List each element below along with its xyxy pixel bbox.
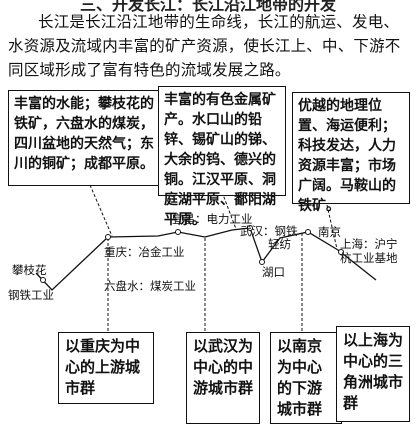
marker-yichang	[175, 229, 181, 235]
marker-hukou	[259, 259, 265, 265]
intro-paragraph-text: 长江是长江沿江地带的生命线，长江的航运、发电、水资源及流域内丰富的矿产资源，使长…	[8, 13, 401, 79]
marker-wuhan	[247, 225, 253, 231]
label-chongqing: 重庆：冶金工业	[104, 245, 185, 259]
label-hukou: 湖口	[262, 265, 285, 279]
label-nanjing: 南京	[318, 225, 341, 239]
leader-upper	[89, 184, 113, 237]
city-group-upper-text: 以重庆为中心的上游城市群	[65, 337, 141, 397]
section-header-cut: 三、开发长江：长江沿江地带的开发	[79, 0, 336, 14]
city-group-middle-text: 以武汉为中心的中游城市群	[193, 337, 254, 397]
resource-box-upper: 丰富的水能；攀枝花的铁矿，六盘水的煤炭，四川盆地的天然气；东川的铜矿；成都平原。	[8, 90, 160, 186]
city-group-lower-text: 以南京为中心的下游城市群	[277, 337, 323, 418]
city-group-delta-text: 以上海为中心的三角洲城市群	[343, 331, 404, 412]
marker-panzhihua	[40, 277, 46, 283]
label-liupanshui: 六盘水：煤炭工业	[104, 279, 196, 293]
label-wuhan: 武汉：钢铁	[240, 224, 298, 238]
marker-nanjing	[305, 229, 311, 235]
city-group-lower: 以南京为中心的下游城市群	[270, 332, 342, 424]
label-panzhihua: 攀枝花	[12, 263, 47, 277]
leader-middle	[221, 191, 237, 230]
label-shanghai: 上海：沪宁	[340, 237, 398, 251]
intro-paragraph: 长江是长江沿江地带的生命线，长江的航运、发电、水资源及流域内丰富的矿产资源，使长…	[8, 10, 408, 82]
marker-chongqing	[105, 234, 111, 240]
resource-box-lower-text: 优越的地理位置、海运便利；科技发达，人力资源丰富；市场广阔。马鞍山的铁矿。	[298, 98, 396, 214]
city-group-delta: 以上海为中心的三角洲城市群	[336, 326, 410, 422]
label-wuhan-industry2: 轻纺	[268, 237, 291, 251]
label-yichang: 宜昌：电力工业	[172, 212, 253, 226]
leader-lower	[326, 204, 338, 250]
label-shanghai-industry: 杭工业基地	[340, 251, 398, 265]
city-group-upper: 以重庆为中心的上游城市群	[58, 332, 154, 404]
resource-box-middle-text: 丰富的有色金属矿产。水口山的铅锌、锡矿山的锑、大余的钨、德兴的铜。江汉平原、洞庭…	[164, 92, 276, 228]
marker-shanghai	[338, 249, 344, 255]
resource-box-middle: 丰富的有色金属矿产。水口山的铅锌、锡矿山的锑、大余的钨、德兴的铜。江汉平原、洞庭…	[158, 86, 286, 228]
resource-box-lower: 优越的地理位置、海运便利；科技发达，人力资源丰富；市场广阔。马鞍山的铁矿。	[292, 92, 410, 214]
city-group-middle: 以武汉为中心的中游城市群	[186, 332, 260, 424]
resource-box-upper-text: 丰富的水能；攀枝花的铁矿，六盘水的煤炭，四川盆地的天然气；东川的铜矿；成都平原。	[14, 96, 154, 172]
label-panzhihua-industry: 钢铁工业	[8, 288, 54, 302]
